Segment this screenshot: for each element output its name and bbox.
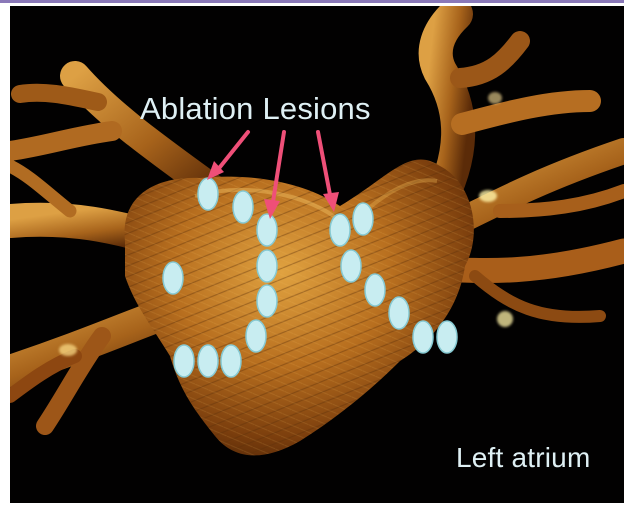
left-upper-branch	[20, 93, 98, 102]
lesion-marker	[341, 250, 361, 282]
lesion-marker	[353, 203, 373, 235]
lesion-marker	[413, 321, 433, 353]
lesion-marker	[233, 191, 253, 223]
lesion-marker	[257, 250, 277, 282]
lesion-marker	[437, 321, 457, 353]
annotation-title: Ablation Lesions	[140, 91, 371, 127]
left-atrium-label: Left atrium	[456, 442, 590, 474]
lesion-marker	[174, 345, 194, 377]
lesion-marker	[246, 320, 266, 352]
lesion-marker	[198, 345, 218, 377]
lesion-marker	[257, 285, 277, 317]
top-divider	[0, 0, 624, 3]
lesion-marker	[365, 274, 385, 306]
lesion-marker	[257, 214, 277, 246]
lesion-marker	[330, 214, 350, 246]
lesion-marker	[163, 262, 183, 294]
lesion-marker	[198, 178, 218, 210]
atrium-illustration	[10, 6, 624, 503]
lesion-marker	[389, 297, 409, 329]
lesion-marker	[221, 345, 241, 377]
image-panel: Ablation Lesions Left atrium	[10, 6, 624, 503]
